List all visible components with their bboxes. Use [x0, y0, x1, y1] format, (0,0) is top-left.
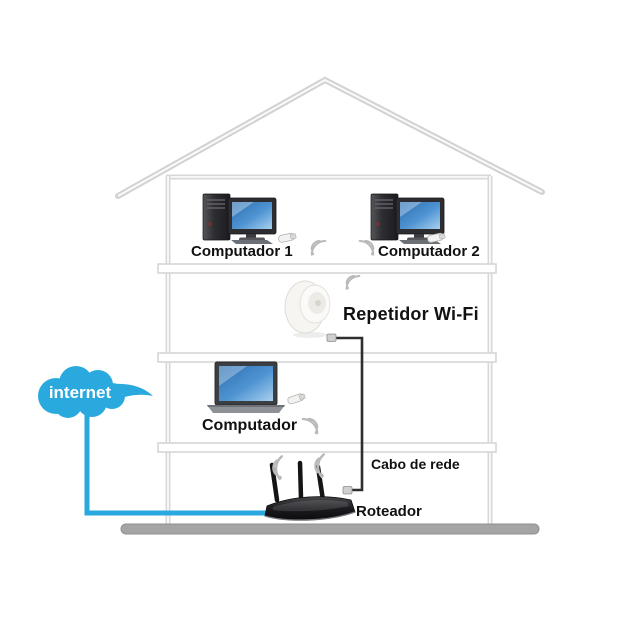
repeater-label: Repetidor Wi-Fi: [343, 304, 479, 324]
wifi-signal-icon: [358, 239, 376, 257]
computer1-label: Computador 1: [191, 243, 293, 260]
wifi-repeater-device: [284, 280, 331, 339]
usb-dongle-icon: [286, 392, 307, 406]
desktop-computer-1: [202, 193, 277, 245]
laptop-label: Computador: [202, 417, 298, 434]
wifi-signal-icon: [301, 417, 320, 436]
internet-label: internet: [48, 383, 112, 402]
internet-cable: [84, 408, 272, 516]
house-roof: [115, 76, 545, 199]
computer2-label: Computador 2: [378, 243, 480, 260]
wifi-signal-icon: [309, 453, 336, 480]
floor-slab-1: [157, 263, 497, 274]
floor-slab-3: [157, 442, 497, 453]
wifi-signal-icon: [309, 239, 327, 257]
internet-cloud: [38, 366, 153, 418]
ground-line: [120, 523, 540, 535]
laptop-device: [206, 361, 286, 414]
house-outline: [115, 76, 545, 535]
router-label: Roteador: [356, 503, 422, 520]
network-cable-label: Cabo de rede: [371, 456, 460, 472]
usb-dongle-icon: [277, 231, 297, 244]
floor-slab-2: [157, 352, 497, 363]
network-cable: [326, 333, 364, 495]
wifi-signal-icon: [344, 275, 361, 291]
router-device: [265, 463, 355, 520]
